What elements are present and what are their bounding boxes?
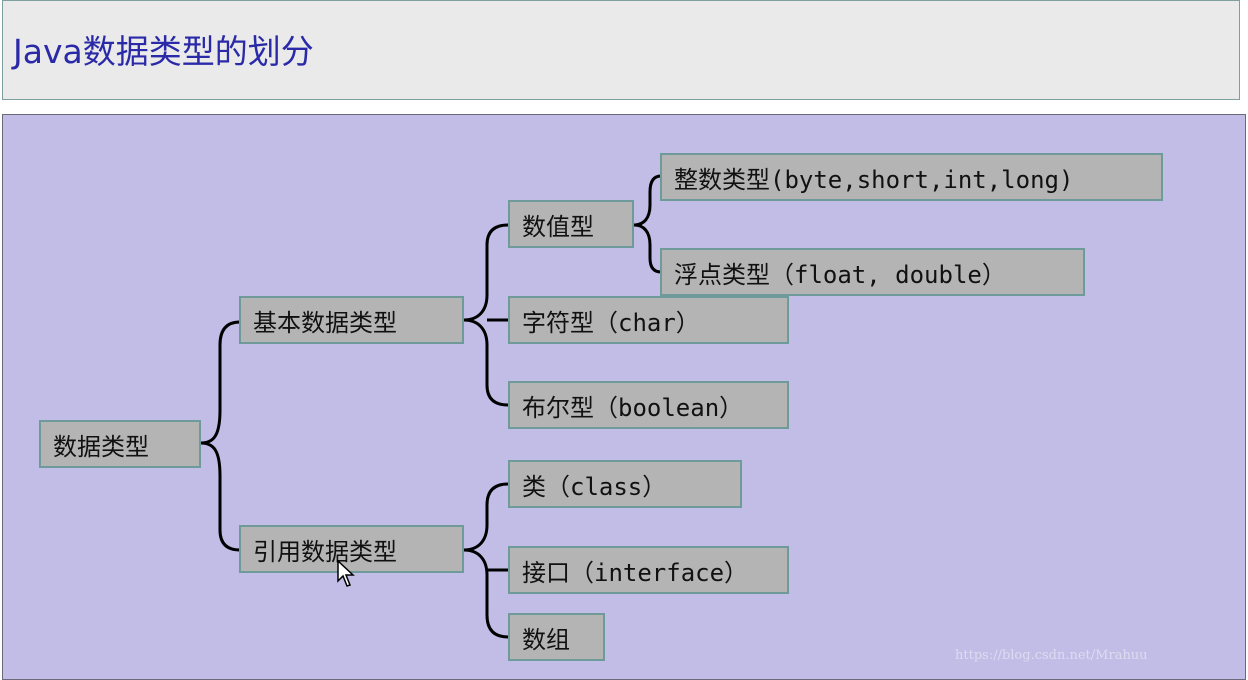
node-primitive-types: 基本数据类型 <box>239 296 464 344</box>
node-data-types: 数据类型 <box>39 420 201 468</box>
node-integer-types: 整数类型(byte,short,int,long) <box>660 153 1163 201</box>
node-array-type: 数组 <box>508 613 605 661</box>
node-float-types: 浮点类型（float, double） <box>660 248 1085 296</box>
node-interface-type: 接口（interface） <box>508 546 789 594</box>
node-numeric-type: 数值型 <box>508 200 634 248</box>
page-title: Java数据类型的划分 <box>13 32 314 71</box>
node-reference-types: 引用数据类型 <box>239 525 464 573</box>
watermark: https://blog.csdn.net/Mrahuu <box>955 648 1148 663</box>
node-boolean-type: 布尔型（boolean） <box>508 381 789 429</box>
node-char-type: 字符型（char） <box>508 296 789 344</box>
title-bar: Java数据类型的划分 <box>2 0 1240 100</box>
node-class-type: 类（class） <box>508 460 742 508</box>
mouse-cursor-icon <box>337 560 355 587</box>
